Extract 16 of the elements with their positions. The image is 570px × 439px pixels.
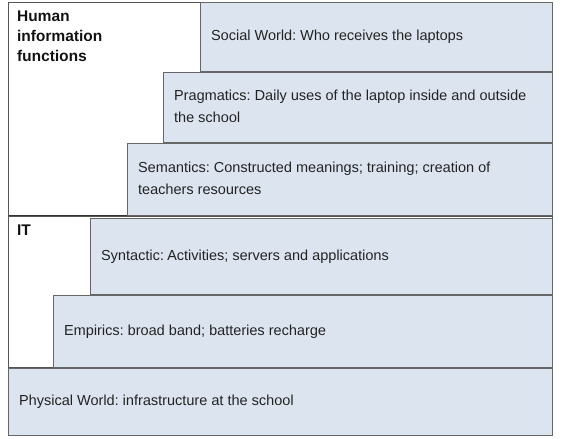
level-box [200,2,553,72]
section-panel [8,216,553,368]
level-label: Semantics: Constructed meanings; training; creation of teachers resources [138,159,492,200]
section-heading: IT [17,221,32,241]
level-label: Physical World: infrastructure at the school [19,392,294,412]
level-box [90,218,553,295]
section-heading: Human information functions [17,7,104,68]
level-box [163,72,553,143]
level-label: Social World: Who receives the laptops [211,27,463,46]
level-box [127,143,553,216]
level-label: Syntactic: Activities; servers and applications [101,246,389,266]
level-box [53,295,553,368]
section-panel [8,2,553,218]
level-box [8,368,553,436]
level-label: Empirics: broad band; batteries recharge [64,322,326,341]
level-label: Pragmatics: Daily uses of the laptop inside and outside the school [174,87,528,128]
